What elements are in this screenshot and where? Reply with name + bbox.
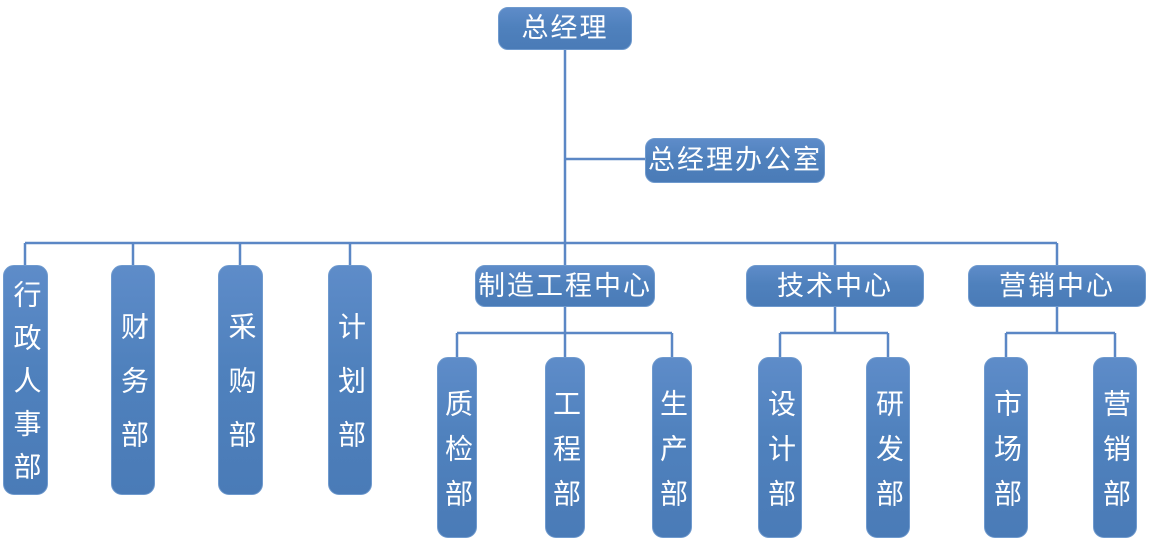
org-node-production-dept-label: 生产部 xyxy=(656,388,689,524)
org-node-quality-dept[interactable]: 质检部 xyxy=(437,357,477,538)
org-node-rd-dept[interactable]: 研发部 xyxy=(866,357,910,538)
org-node-planning-dept-label: 计划部 xyxy=(334,312,367,474)
org-node-general-manager-label: 总经理 xyxy=(521,13,609,44)
org-node-purchasing-dept-label: 采购部 xyxy=(224,312,258,474)
org-node-marketing-center[interactable]: 营销中心 xyxy=(968,265,1146,307)
org-node-production-dept[interactable]: 生产部 xyxy=(652,357,692,538)
org-node-design-dept-label: 设计部 xyxy=(764,388,797,524)
org-node-gm-office[interactable]: 总经理办公室 xyxy=(645,138,825,183)
org-node-technology-center[interactable]: 技术中心 xyxy=(746,265,924,307)
org-node-manufacturing-center[interactable]: 制造工程中心 xyxy=(475,265,655,307)
org-node-manufacturing-center-label: 制造工程中心 xyxy=(478,270,652,302)
org-node-design-dept[interactable]: 设计部 xyxy=(758,357,802,538)
org-node-admin-hr-dept-label: 行政人事部 xyxy=(9,280,43,495)
org-node-rd-dept-label: 研发部 xyxy=(872,388,905,524)
org-node-sales-marketing-dept[interactable]: 营销部 xyxy=(1093,357,1137,538)
org-node-quality-dept-label: 质检部 xyxy=(441,388,474,524)
org-node-gm-office-label: 总经理办公室 xyxy=(648,145,822,176)
org-node-engineering-dept-label: 工程部 xyxy=(549,388,582,524)
org-node-market-dept[interactable]: 市场部 xyxy=(984,357,1028,538)
org-node-sales-marketing-dept-label: 营销部 xyxy=(1099,388,1132,524)
org-node-admin-hr-dept[interactable]: 行政人事部 xyxy=(3,265,48,495)
org-node-finance-dept-label: 财务部 xyxy=(117,312,150,474)
org-node-technology-center-label: 技术中心 xyxy=(777,270,893,302)
org-node-market-dept-label: 市场部 xyxy=(990,388,1023,524)
org-node-planning-dept[interactable]: 计划部 xyxy=(328,265,372,495)
org-node-general-manager[interactable]: 总经理 xyxy=(498,7,632,50)
org-node-purchasing-dept[interactable]: 采购部 xyxy=(218,265,263,495)
org-node-marketing-center-label: 营销中心 xyxy=(999,270,1115,302)
org-node-finance-dept[interactable]: 财务部 xyxy=(111,265,155,495)
org-node-engineering-dept[interactable]: 工程部 xyxy=(545,357,585,538)
